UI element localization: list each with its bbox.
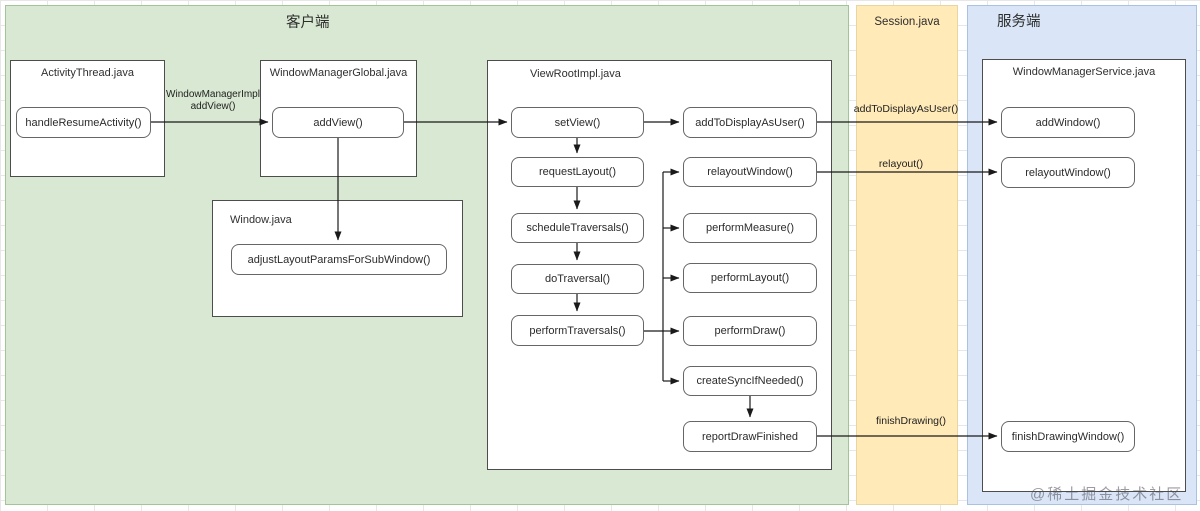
- watermark: @稀土掘金技术社区: [1030, 486, 1184, 503]
- node-do-traversal: doTraversal(): [511, 264, 644, 294]
- node-create-sync-if-needed: createSyncIfNeeded(): [683, 366, 817, 396]
- node-add-window: addWindow(): [1001, 107, 1135, 138]
- container-window-manager-service-title: WindowManagerService.java: [1012, 66, 1156, 78]
- node-perform-measure: performMeasure(): [683, 213, 817, 243]
- node-finish-drawing-window: finishDrawingWindow(): [1001, 421, 1135, 452]
- node-adjust-layout-params-for-sub-window: adjustLayoutParamsForSubWindow(): [231, 244, 447, 275]
- region-client-title: 客户端: [286, 15, 330, 31]
- node-set-view: setView(): [511, 107, 644, 138]
- container-window-manager-global-title: WindowManagerGlobal.java: [269, 67, 408, 79]
- node-perform-traversals: performTraversals(): [511, 315, 644, 346]
- node-handle-resume-activity: handleResumeActivity(): [16, 107, 151, 138]
- edge-label-finish-drawing: finishDrawing(): [875, 415, 947, 427]
- node-perform-layout: performLayout(): [683, 263, 817, 293]
- edge-label-window-manager-impl-line2: addView(): [190, 100, 236, 112]
- node-report-draw-finished: reportDrawFinished: [683, 421, 817, 452]
- container-activity-thread-title: ActivityThread.java: [41, 67, 134, 79]
- node-relayout-window-client: relayoutWindow(): [683, 157, 817, 187]
- node-add-view: addView(): [272, 107, 404, 138]
- node-perform-draw: performDraw(): [683, 316, 817, 346]
- container-view-root-impl-title: ViewRootImpl.java: [530, 68, 621, 80]
- region-session: [856, 5, 958, 505]
- edge-label-relayout: relayout(): [878, 158, 924, 170]
- edge-label-window-manager-impl-line1: WindowManagerImpl: [166, 89, 260, 100]
- node-relayout-window-server: relayoutWindow(): [1001, 157, 1135, 188]
- container-window-title: Window.java: [230, 214, 292, 226]
- node-request-layout: requestLayout(): [511, 157, 644, 187]
- region-server-title: 服务端: [997, 14, 1041, 30]
- region-session-title: Session.java: [874, 16, 940, 28]
- edge-label-add-to-display-as-user: addToDisplayAsUser(): [853, 103, 959, 115]
- edge-label-window-manager-impl: WindowManagerImpl addView(): [153, 89, 273, 112]
- node-add-to-display-as-user: addToDisplayAsUser(): [683, 107, 817, 138]
- node-schedule-traversals: scheduleTraversals(): [511, 213, 644, 243]
